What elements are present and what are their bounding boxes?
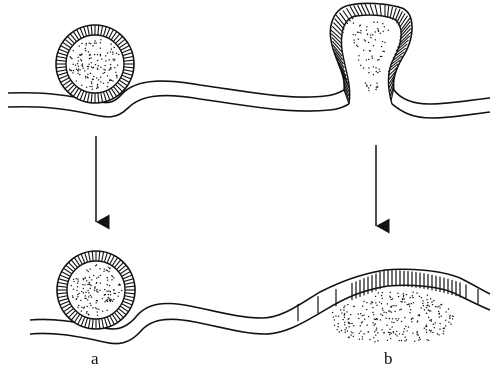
vesicle-bottom-left <box>57 251 135 329</box>
released-contents <box>332 291 454 342</box>
budding-protrusion <box>330 3 412 104</box>
vesicle-top-left <box>56 25 134 103</box>
label-b: b <box>384 349 393 369</box>
label-a: a <box>91 349 99 369</box>
fused-membrane-segments <box>298 270 478 321</box>
